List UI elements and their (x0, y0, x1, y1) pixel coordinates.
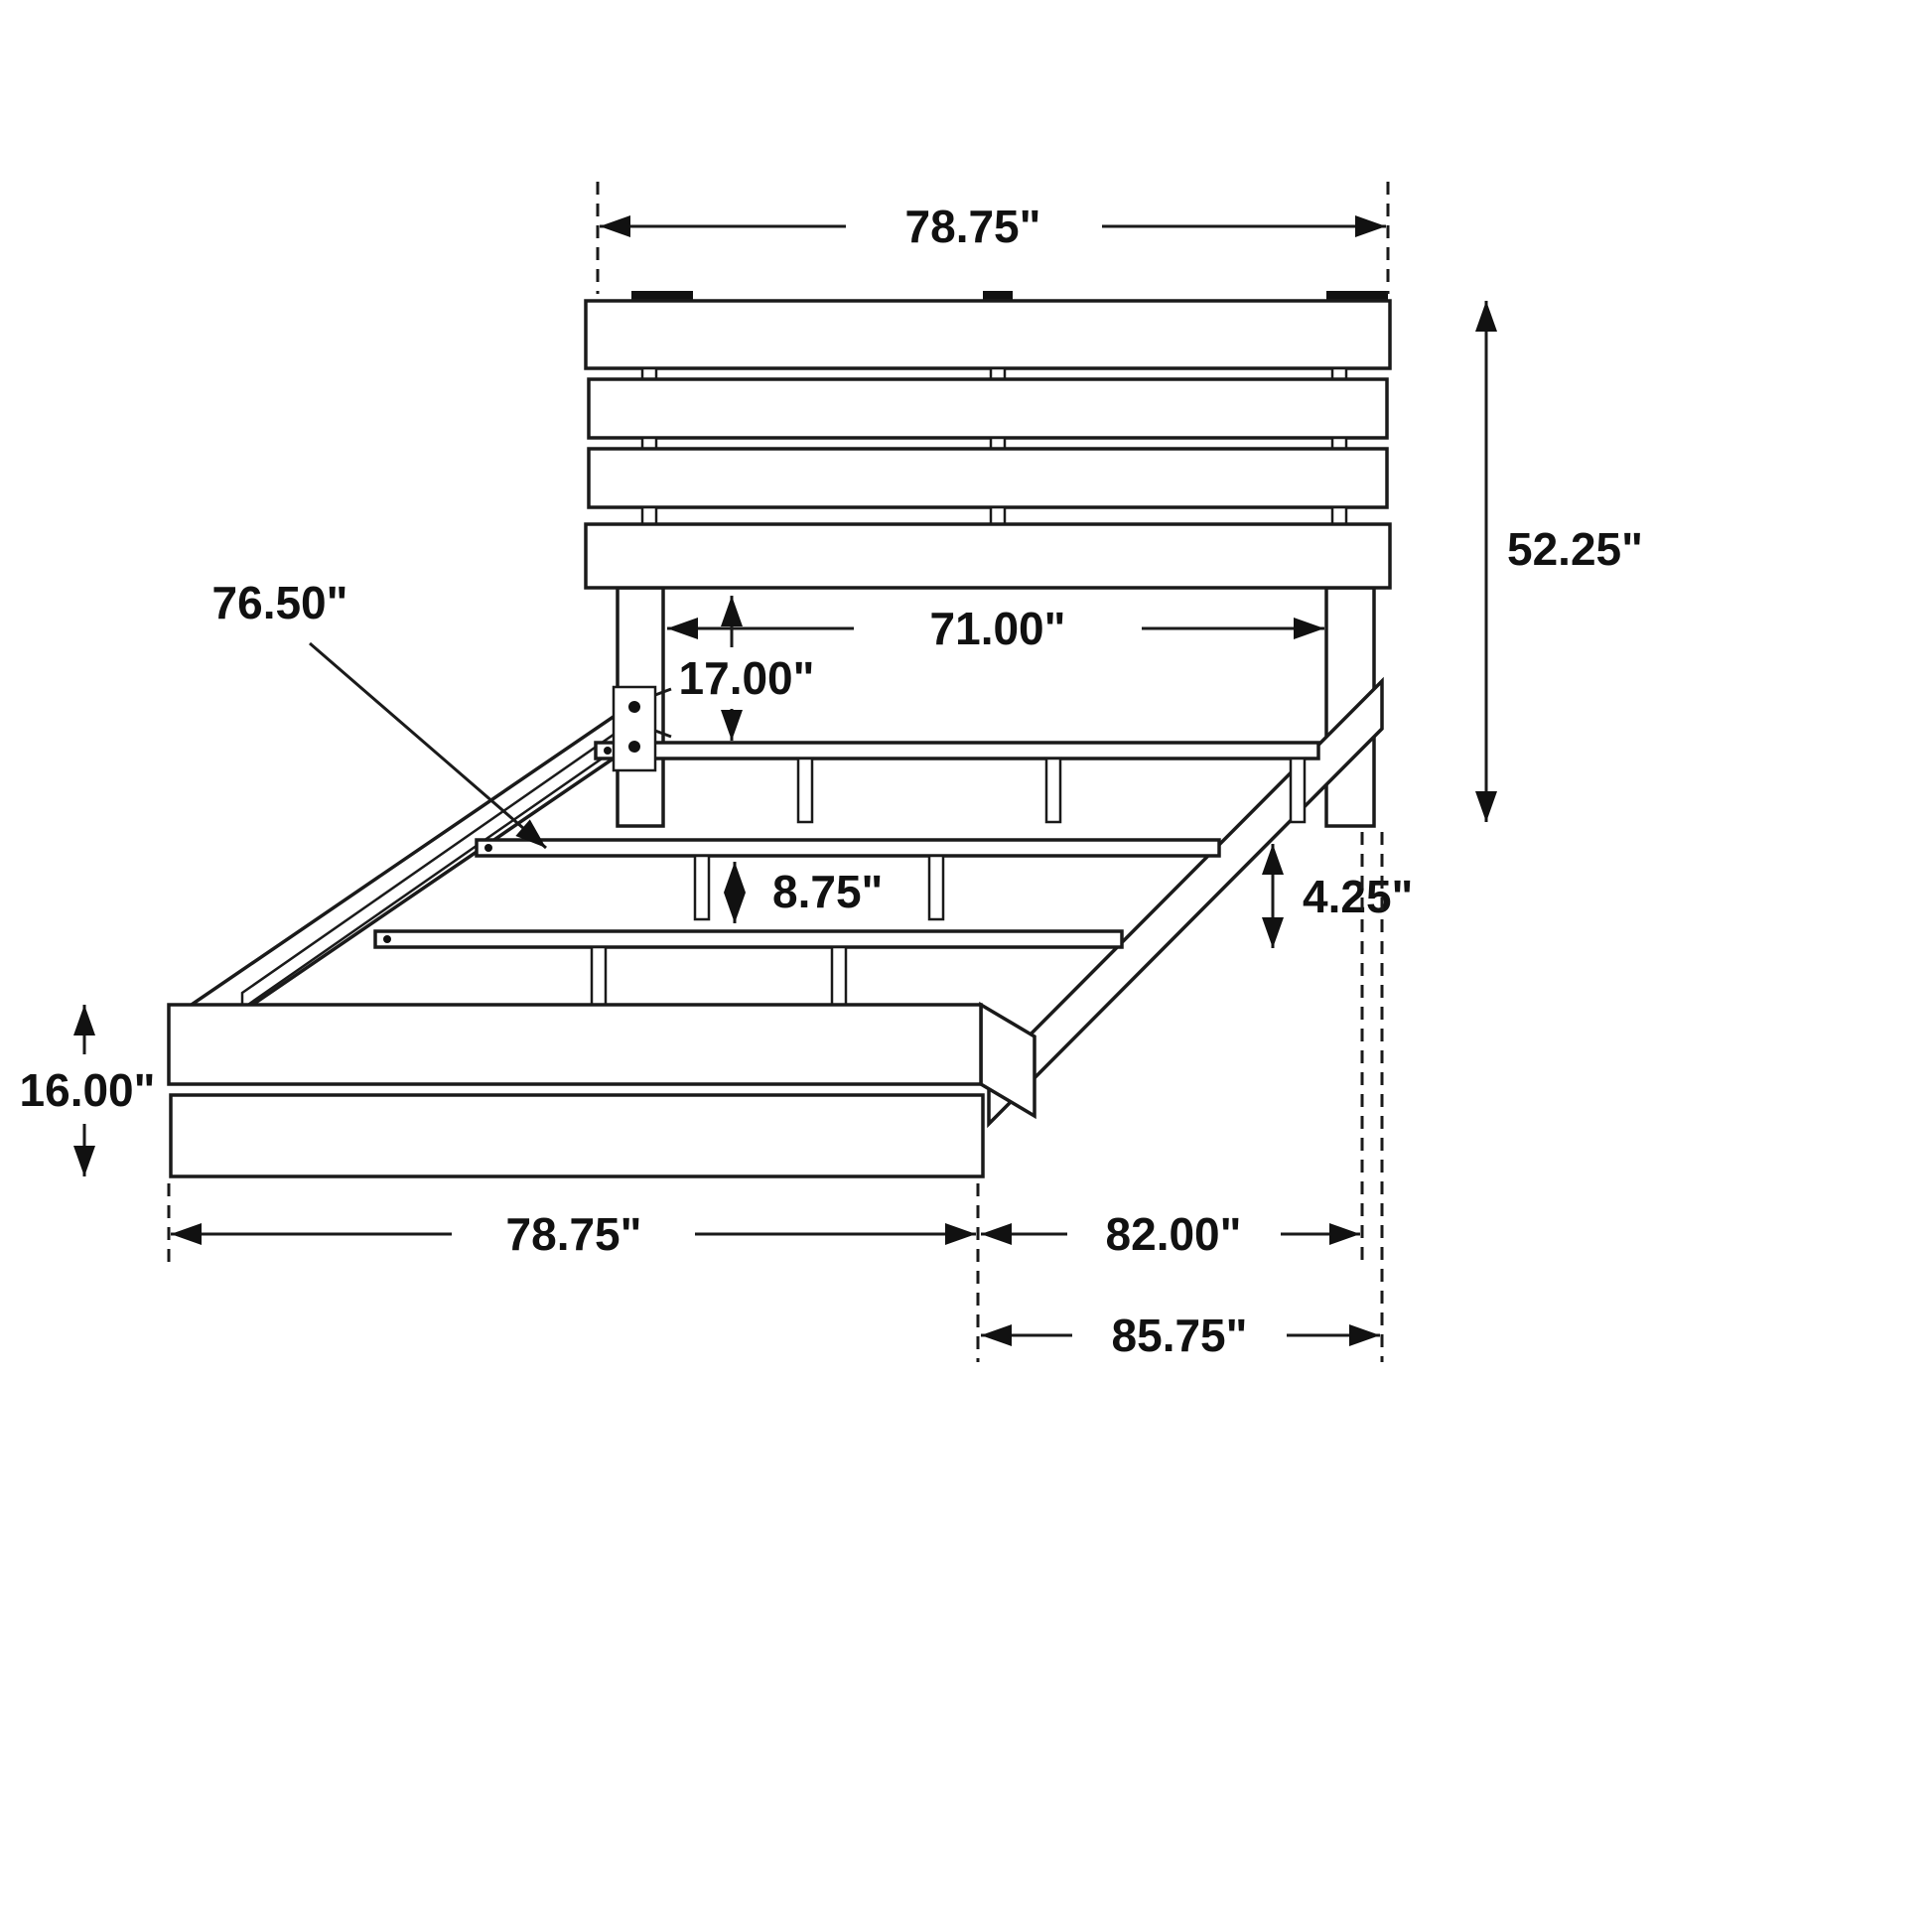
dim-footboard-height-label: 16.00" (20, 1064, 156, 1116)
footboard (167, 1001, 1036, 1178)
dim-headboard-to-slat: 17.00" (679, 596, 815, 741)
dim-frame-length: 82.00" (981, 1208, 1360, 1260)
dim-side-rail-height-label: 4.25" (1303, 871, 1413, 922)
headboard-battens-gap-3 (640, 505, 1348, 526)
footboard-plank-top (167, 1003, 983, 1086)
dim-slat-length: 76.50" (212, 577, 547, 850)
dim-headboard-to-slat-label: 17.00" (679, 652, 815, 704)
dim-slat-length-label: 76.50" (212, 577, 348, 628)
dim-frame-length-label: 82.00" (1106, 1208, 1242, 1260)
footboard-plank-bottom (169, 1093, 985, 1178)
dim-overall-length-label: 85.75" (1112, 1310, 1248, 1361)
slat-rear (594, 741, 1320, 824)
headboard-plank-1 (584, 299, 1392, 370)
dim-headboard-height-label: 52.25" (1507, 523, 1643, 575)
dim-inner-width-label: 71.00" (930, 603, 1066, 654)
headboard (584, 291, 1392, 590)
headboard-plank-4 (584, 522, 1392, 590)
rail-bracket (612, 685, 672, 772)
dim-headboard-width-label: 78.75" (905, 201, 1041, 252)
dim-inner-width: 71.00" (667, 603, 1324, 654)
extension-lines-bottom (167, 832, 1384, 1362)
dim-headboard-width: 78.75" (596, 182, 1390, 294)
headboard-plank-2 (587, 377, 1389, 440)
dim-overall-length: 85.75" (981, 1310, 1380, 1361)
dim-footboard-width: 78.75" (171, 1208, 976, 1260)
dim-footboard-width-label: 78.75" (506, 1208, 642, 1260)
dim-slat-support-height: 8.75" (724, 862, 883, 923)
dim-slat-support-height-label: 8.75" (772, 866, 883, 917)
dim-footboard-height: 16.00" (20, 1005, 156, 1176)
dim-side-rail-height: 4.25" (1262, 844, 1413, 948)
dim-headboard-height: 52.25" (1475, 301, 1643, 822)
slat-middle (475, 838, 1221, 921)
slat-front (373, 929, 1124, 1007)
headboard-plank-3 (587, 447, 1389, 509)
headboard-top-cleats (631, 291, 1388, 302)
